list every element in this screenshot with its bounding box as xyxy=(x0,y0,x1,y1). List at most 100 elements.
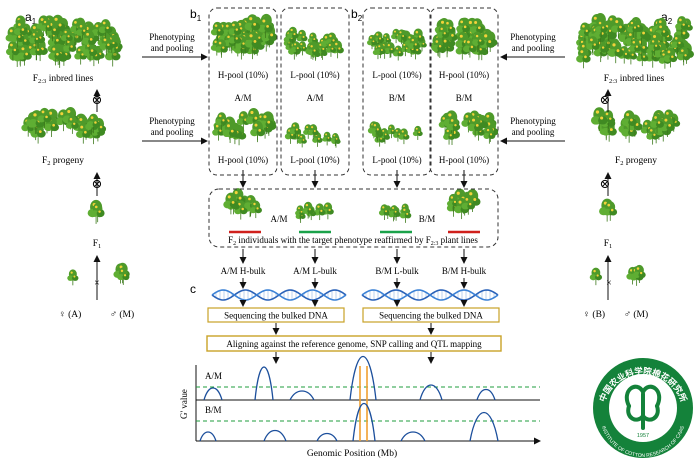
left-parent-male-plant xyxy=(113,262,130,285)
left-parent-female-plant xyxy=(67,269,79,286)
dna-helix-group xyxy=(211,289,499,301)
right-parent-male: ♂ (M) xyxy=(624,309,648,320)
left-pheno-top-1: Phenotyping xyxy=(149,32,195,42)
left-pheno-mid-1: Phenotyping xyxy=(149,116,195,126)
pool-b2-l-cross: B/M xyxy=(389,93,406,103)
reaffirm-am-l-plants xyxy=(295,201,334,223)
left-inbred-label: F2:3 inbred lines xyxy=(33,74,94,85)
peak-am-2 xyxy=(254,366,274,401)
sequencing-label-right: Sequencing the bulked DNA xyxy=(379,311,483,321)
reaffirm-am-label: A/M xyxy=(270,214,287,224)
pool-b2-l-top: L-pool (10%) xyxy=(372,70,421,80)
right-pheno-top-2: and pooling xyxy=(512,43,555,53)
plot-track-bm-label: B/M xyxy=(205,405,222,415)
logo-year: 1957 xyxy=(637,433,649,439)
right-inbred-label: F2:3 inbred lines xyxy=(604,74,665,85)
peak-am-5 xyxy=(419,384,443,401)
peak-am-3 xyxy=(289,390,315,401)
pool-b1-l-bottom: L-pool (10%) xyxy=(290,155,339,165)
pool-b1-h-cross: A/M xyxy=(234,93,251,103)
b2-l-top-plants xyxy=(367,28,427,61)
reaffirm-caption: F2 individuals with the target phenotype… xyxy=(228,235,478,247)
right-cross-symbol: × xyxy=(606,278,612,289)
left-f1-plant xyxy=(87,199,105,224)
pool-b2-h-top: H-pool (10%) xyxy=(439,70,489,80)
flow-arrows xyxy=(93,53,612,364)
sequencing-box-left xyxy=(207,307,345,323)
right-progeny-plants xyxy=(590,107,681,145)
pool-b1-l-top: L-pool (10%) xyxy=(290,70,339,80)
pool-b1-h-bottom: H-pool (10%) xyxy=(218,155,268,165)
panel-label-b2: b2 xyxy=(351,7,363,23)
g-prime-plot: A/M B/M G' value Genomic Position (Mb) xyxy=(179,355,541,459)
b1-l-top-plants xyxy=(283,26,344,61)
panel-label-a2: a2 xyxy=(661,10,673,26)
peak-bm-2 xyxy=(263,429,287,442)
reaffirm-am-h-plants xyxy=(223,188,262,220)
bulk-label-am-l: A/M L-bulk xyxy=(293,266,337,276)
plot-ylabel: G' value xyxy=(179,389,189,419)
right-progeny-label: F2 progeny xyxy=(615,156,657,167)
reaffirm-bm-l-plants xyxy=(378,203,412,223)
b1-l-bot-plants xyxy=(284,122,341,148)
left-pheno-top-2: and pooling xyxy=(151,43,194,53)
pool-b2-l-bottom: L-pool (10%) xyxy=(372,155,421,165)
pool-b2-h-cross: B/M xyxy=(456,93,473,103)
pool-b2-h-bottom: H-pool (10%) xyxy=(439,155,489,165)
peak-am-6 xyxy=(476,388,496,401)
panel-label-c: c xyxy=(190,282,196,296)
aligning-label: Aligning against the reference genome, S… xyxy=(226,339,482,349)
bulk-label-am-h: A/M H-bulk xyxy=(221,266,266,276)
left-progeny-label: F2 progeny xyxy=(42,156,84,167)
left-pheno-mid-2: and pooling xyxy=(151,127,194,137)
right-parent-female: ♀ (B) xyxy=(583,309,605,320)
b2-h-bot-plants xyxy=(438,110,499,145)
pool-b1-l-cross: A/M xyxy=(306,93,323,103)
dna-helix-am xyxy=(211,289,347,301)
reaffirm-box xyxy=(208,188,499,248)
left-parent-male: ♂ (M) xyxy=(110,309,134,320)
bulk-label-bm-l: B/M L-bulk xyxy=(375,266,419,276)
right-self-symbol-bottom: ⊗ xyxy=(600,176,611,191)
bulk-label-bm-h: B/M H-bulk xyxy=(442,266,487,276)
peak-bm-5 xyxy=(400,431,426,442)
peak-bm-1 xyxy=(199,431,217,442)
sequencing-box-right xyxy=(362,307,500,323)
pool-b1-h-top: H-pool (10%) xyxy=(218,70,268,80)
left-parent-female: ♀ (A) xyxy=(59,309,82,320)
left-progeny-plants xyxy=(21,107,107,145)
peak-bm-3 xyxy=(316,432,338,442)
b1-h-bot-plants xyxy=(212,108,277,146)
right-inbred-plants xyxy=(576,13,694,69)
plot-xlabel: Genomic Position (Mb) xyxy=(307,448,397,459)
b2-h-top-plants xyxy=(430,17,498,61)
peak-am-4 xyxy=(349,355,377,401)
peak-bm-6 xyxy=(469,411,499,442)
dna-helix-bm xyxy=(361,289,499,301)
right-pheno-mid-2: and pooling xyxy=(512,127,555,137)
right-parent-female-plant xyxy=(589,267,603,286)
right-pheno-top-1: Phenotyping xyxy=(510,32,556,42)
right-parent-male-plant xyxy=(626,264,646,286)
b2-l-bot-plants xyxy=(367,121,423,147)
panel-label-b1: b1 xyxy=(190,7,202,23)
reaffirm-bm-label: B/M xyxy=(419,214,436,224)
g-prime-peaks xyxy=(199,355,499,442)
right-self-symbol-top: ⊗ xyxy=(600,92,611,107)
right-f1-label: F1 xyxy=(604,239,613,250)
plot-track-am-label: A/M xyxy=(205,371,222,381)
right-pheno-mid-1: Phenotyping xyxy=(510,116,556,126)
reaffirm-bm-h-plants xyxy=(446,188,481,220)
left-f1-label: F1 xyxy=(93,239,102,250)
logo-emblem xyxy=(624,384,662,430)
peak-am-1 xyxy=(203,387,223,401)
peak-bm-4 xyxy=(352,403,376,442)
aligning-box xyxy=(206,335,502,352)
b1-h-top-plants xyxy=(210,13,278,60)
left-inbred-plants xyxy=(5,14,123,68)
panel-label-a1: a1 xyxy=(25,10,37,26)
right-f1-plant xyxy=(599,198,618,222)
sequencing-label-left: Sequencing the bulked DNA xyxy=(224,311,328,321)
cotton-institute-logo: 中国农业科学院棉花研究所 INSTITUTE OF COTTON RESEARC… xyxy=(593,358,693,459)
